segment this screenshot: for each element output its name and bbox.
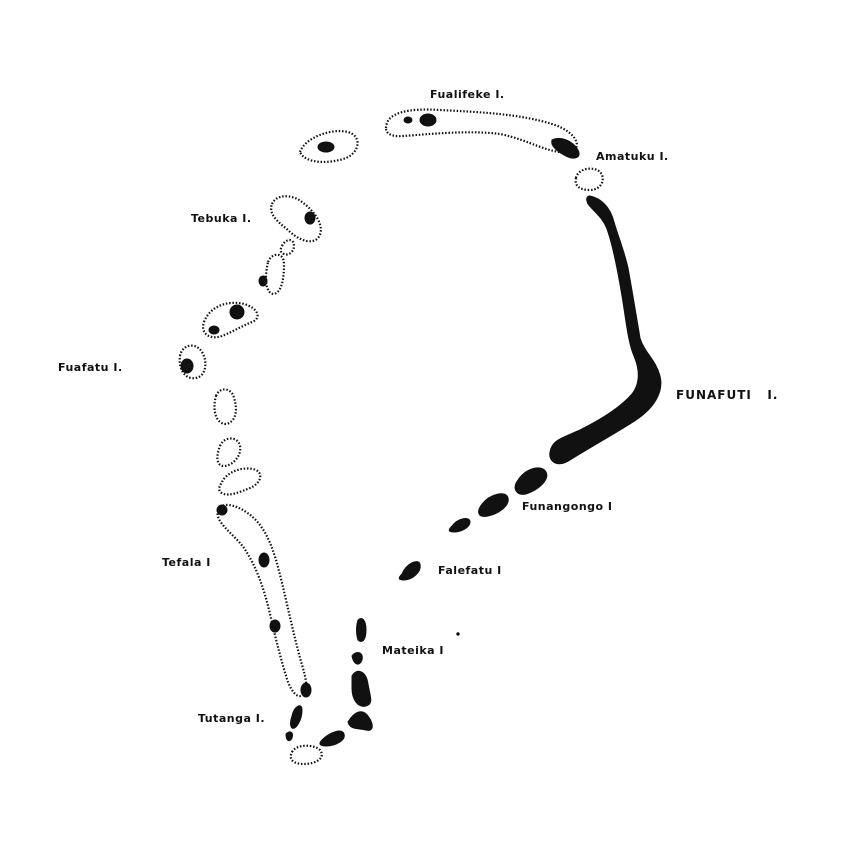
label-tebuka: Tebuka I. xyxy=(191,212,252,225)
label-amatuku: Amatuku I. xyxy=(596,150,669,163)
islet-tutanga-south xyxy=(289,744,323,766)
islet-northwest-core xyxy=(317,141,335,153)
islet-small-2 xyxy=(264,253,286,296)
islet-small-2-core xyxy=(258,275,268,287)
islet-mateika-2 xyxy=(351,652,363,665)
islet-west-3 xyxy=(218,467,262,496)
islet-mateika-1 xyxy=(356,617,367,643)
islet-fualifeke-core-1 xyxy=(419,113,437,127)
islet-tefala xyxy=(216,503,308,698)
islet-small-1 xyxy=(279,238,296,256)
label-fuafatu: Fuafatu I. xyxy=(58,361,123,374)
islet-tefala-core-2 xyxy=(269,619,281,633)
islet-mateika-5 xyxy=(319,730,345,747)
label-tefala: Tefala I xyxy=(162,556,211,569)
islet-mateika-dot xyxy=(456,632,460,636)
label-tutanga: Tutanga I. xyxy=(198,712,266,725)
islet-mateika-3 xyxy=(351,670,372,707)
label-mateika: Mateika I xyxy=(382,644,445,657)
islet-tutanga-2 xyxy=(285,731,293,742)
label-funafuti: FUNAFUTI I. xyxy=(676,388,779,402)
islet-amatuku xyxy=(574,167,604,192)
islet-funafuti xyxy=(549,195,662,465)
islet-mateika-4 xyxy=(347,711,373,731)
islet-cluster-1-core-2 xyxy=(208,325,220,335)
islet-tefala-core-3 xyxy=(216,504,228,516)
islet-tefala-core-4 xyxy=(300,682,312,698)
islet-fuafatu-core xyxy=(180,358,194,374)
islet-fualifeke-core-2 xyxy=(403,116,413,124)
islet-fualifeke xyxy=(384,108,578,154)
islet-cluster-1-core-1 xyxy=(229,304,245,320)
islet-tebuka-core xyxy=(304,211,316,225)
label-falefatu: Falefatu I xyxy=(438,564,502,577)
islet-tebuka xyxy=(270,195,322,243)
label-funangongo: Funangongo I xyxy=(522,500,613,513)
islet-funangongo-1 xyxy=(514,467,548,495)
islet-fualifeke-east-solid xyxy=(551,137,580,159)
islet-tutanga-1 xyxy=(290,705,303,729)
islet-tefala-core-1 xyxy=(258,552,270,568)
islet-falefatu xyxy=(398,561,421,581)
islet-west-1 xyxy=(213,388,237,426)
islet-funangongo-3 xyxy=(448,518,471,533)
label-fualifeke: Fualifeke I. xyxy=(430,88,505,101)
islet-funangongo-2 xyxy=(478,493,509,517)
islet-west-2 xyxy=(216,437,242,468)
